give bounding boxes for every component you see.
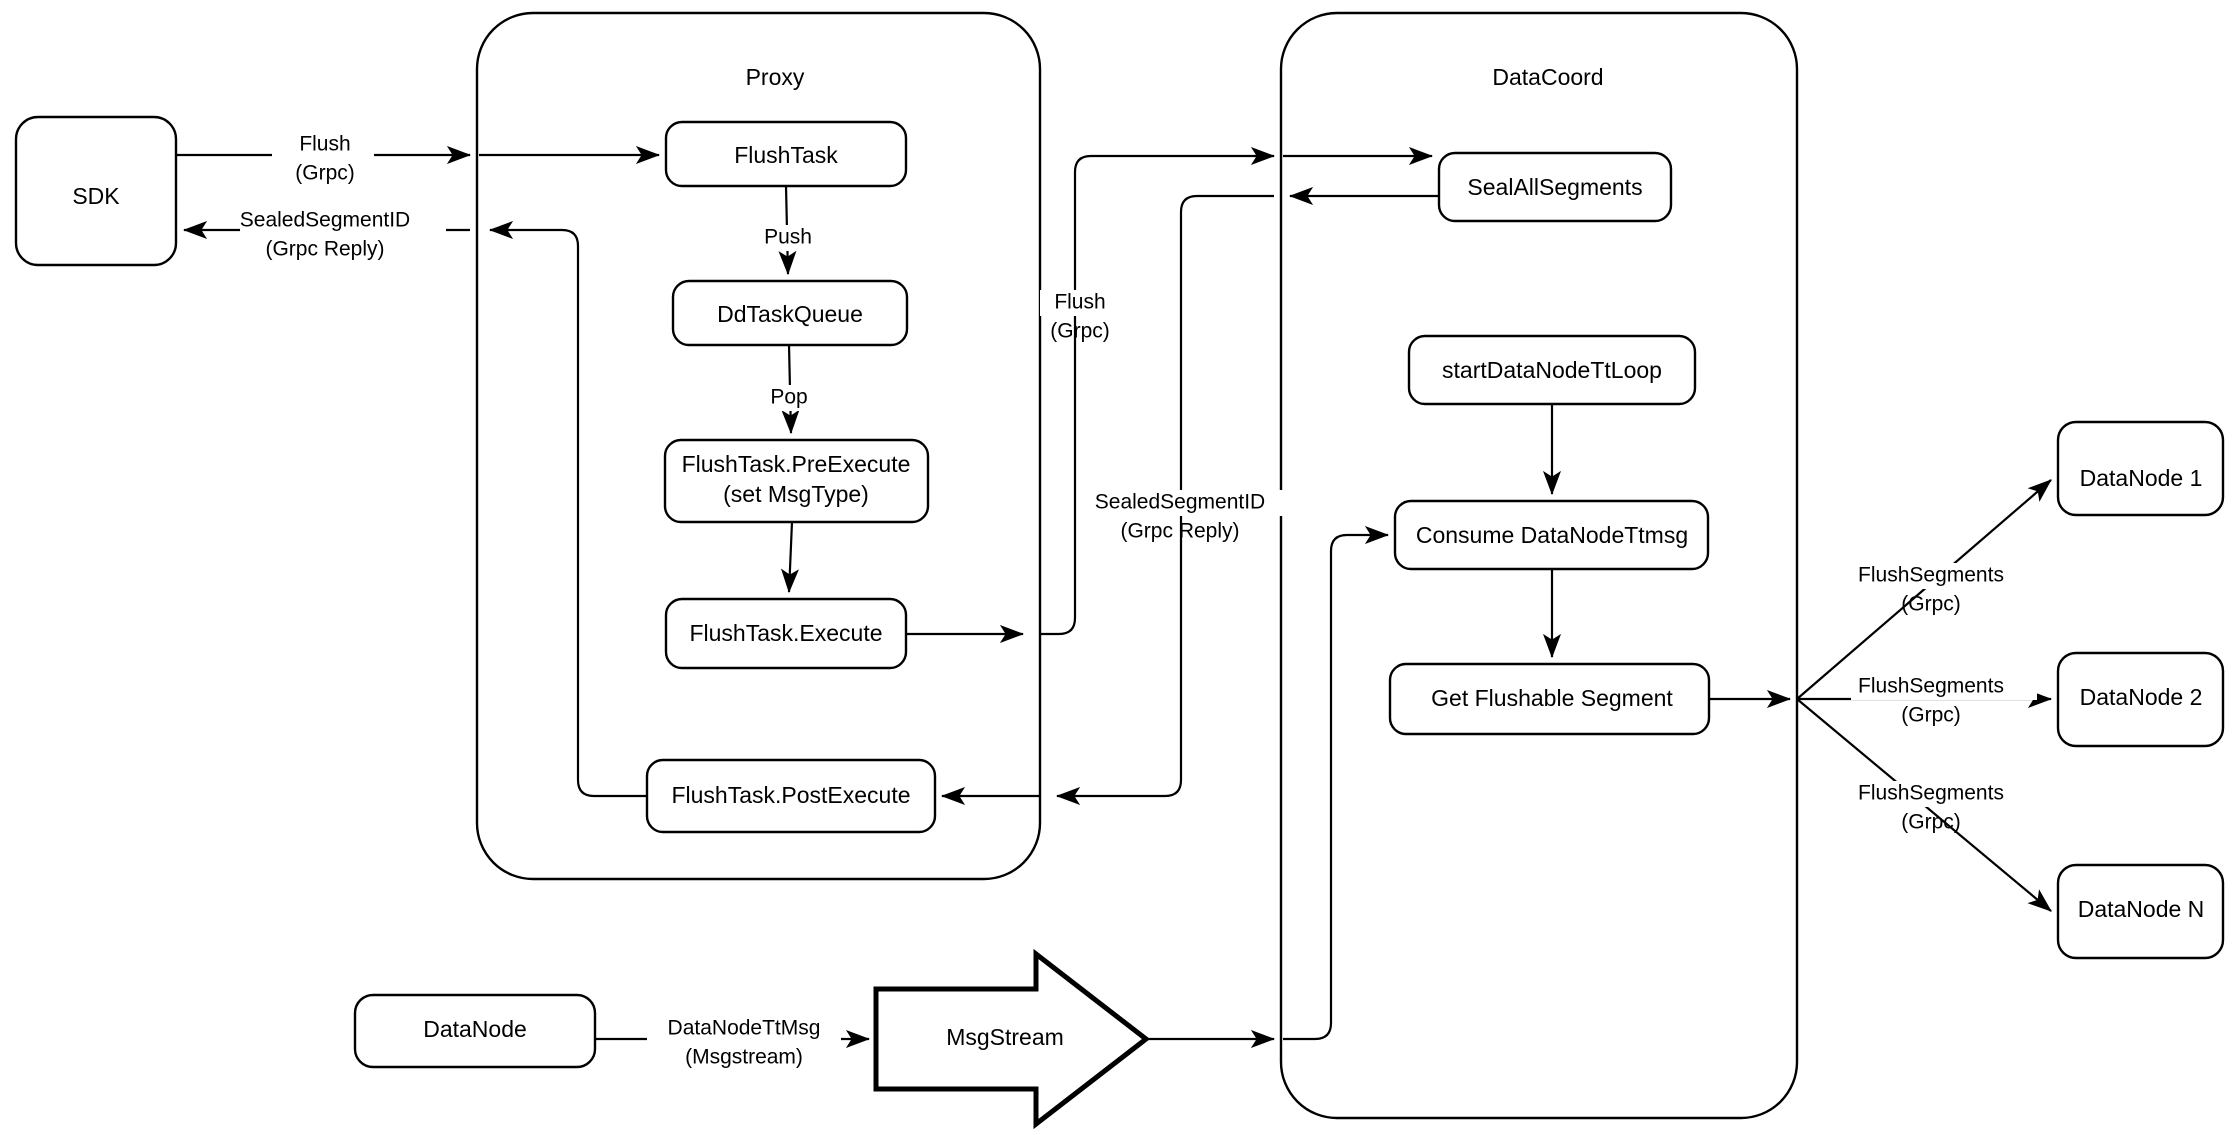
- edge-label-sdk-sealed-line2: (Grpc Reply): [265, 238, 384, 261]
- node-msgstream-label: MsgStream: [946, 1024, 1064, 1050]
- edge-postexecute-to-proxy-boundary: [488, 220, 647, 798]
- edge-proxy-right-to-datacoord-left: [1040, 146, 1276, 636]
- edge-label-sealed-coord-line2: (Grpc Reply): [1120, 520, 1239, 543]
- node-datanode-1[interactable]: [2056, 420, 2225, 517]
- edge-label-sealed-coord-line1: SealedSegmentID: [1095, 491, 1265, 514]
- shape-msgstream-arrow[interactable]: [873, 948, 1151, 1130]
- edge-label-flush-coord-line2: (Grpc): [1050, 320, 1110, 343]
- edge-label-bg-push: [753, 225, 823, 251]
- node-start-datanode-tt-loop-label: startDataNodeTtLoop: [1442, 357, 1662, 383]
- node-flush-task-label: FlushTask: [734, 142, 838, 168]
- edge-label-bg-flushsegments-n: [1851, 781, 2037, 807]
- group-proxy-label: Proxy: [746, 64, 805, 90]
- edge-datacoord-bottom-to-consume: [1283, 525, 1390, 1041]
- edge-preexecute-to-execute: [780, 521, 800, 594]
- edge-label-sdk-sealed-line1: SealedSegmentID: [240, 209, 410, 232]
- node-flush-task-preexecute[interactable]: [663, 438, 930, 524]
- edge-label-bg-flushsegments-2: [1851, 674, 2037, 700]
- node-flush-task-preexecute-label-line1: FlushTask.PreExecute: [682, 451, 911, 477]
- edge-label-bg-flushsegments-1: [1851, 563, 2037, 589]
- group-proxy: [475, 11, 1042, 881]
- node-seal-all-segments-label: SealAllSegments: [1467, 174, 1642, 200]
- group-datacoord: [1279, 11, 1799, 1120]
- node-datanode-bottom[interactable]: [353, 993, 597, 1069]
- node-consume-datanode-ttmsg-label: Consume DataNodeTtmsg: [1416, 522, 1688, 548]
- edge-label-sdk-flush-line1: Flush: [299, 133, 350, 156]
- edge-label-bg-datanodettmsg: [647, 1016, 841, 1042]
- edge-label-flushsegments-n-line2: (Grpc): [1901, 811, 1961, 834]
- node-flush-task-postexecute-label: FlushTask.PostExecute: [671, 782, 910, 808]
- node-sdk[interactable]: [14, 115, 178, 267]
- edge-label-flushsegments-2-line2: (Grpc): [1901, 704, 1961, 727]
- edge-label-bg-sealed-coord: [1093, 490, 1299, 516]
- node-dd-task-queue-label: DdTaskQueue: [717, 301, 863, 327]
- node-seal-all-segments[interactable]: [1437, 151, 1673, 223]
- group-datacoord-label: DataCoord: [1492, 64, 1603, 90]
- edge-label-flushsegments-1-line1: FlushSegments: [1858, 564, 2004, 587]
- node-get-flushable-segment-label: Get Flushable Segment: [1431, 685, 1673, 711]
- node-flush-task-execute-label: FlushTask.Execute: [689, 620, 882, 646]
- node-datanode-n-label: DataNode N: [2078, 896, 2205, 922]
- edge-branch-to-datanode-1: [1796, 479, 2052, 700]
- edge-label-bg-pop: [758, 385, 820, 411]
- edge-label-push: Push: [764, 226, 812, 249]
- node-datanode-n[interactable]: [2056, 863, 2225, 960]
- edge-label-pop: Pop: [770, 386, 807, 409]
- edge-label-flush-coord-line1: Flush: [1054, 291, 1105, 314]
- node-datanode-1-label: DataNode 1: [2080, 465, 2203, 491]
- edge-label-datanodettmsg-line1: DataNodeTtMsg: [668, 1017, 821, 1040]
- node-datanode-2[interactable]: [2056, 651, 2225, 748]
- edge-label-bg-flush-sdk: [272, 132, 374, 158]
- edge-label-bg-sealed-sdk: [240, 208, 446, 234]
- node-datanode-2-label: DataNode 2: [2080, 684, 2203, 710]
- edge-label-bg-flush-coord: [1040, 290, 1142, 316]
- node-sdk-label: SDK: [72, 183, 120, 209]
- edge-label-flushsegments-2-line1: FlushSegments: [1858, 675, 2004, 698]
- node-flush-task-preexecute-label-line2: (set MsgType): [723, 481, 869, 507]
- node-datanode-bottom-label: DataNode: [423, 1016, 527, 1042]
- edge-label-flushsegments-1-line2: (Grpc): [1901, 593, 1961, 616]
- edge-label-flushsegments-n-line1: FlushSegments: [1858, 782, 2004, 805]
- edge-label-sdk-flush-line2: (Grpc): [295, 162, 355, 185]
- edge-label-datanodettmsg-line2: (Msgstream): [685, 1046, 803, 1069]
